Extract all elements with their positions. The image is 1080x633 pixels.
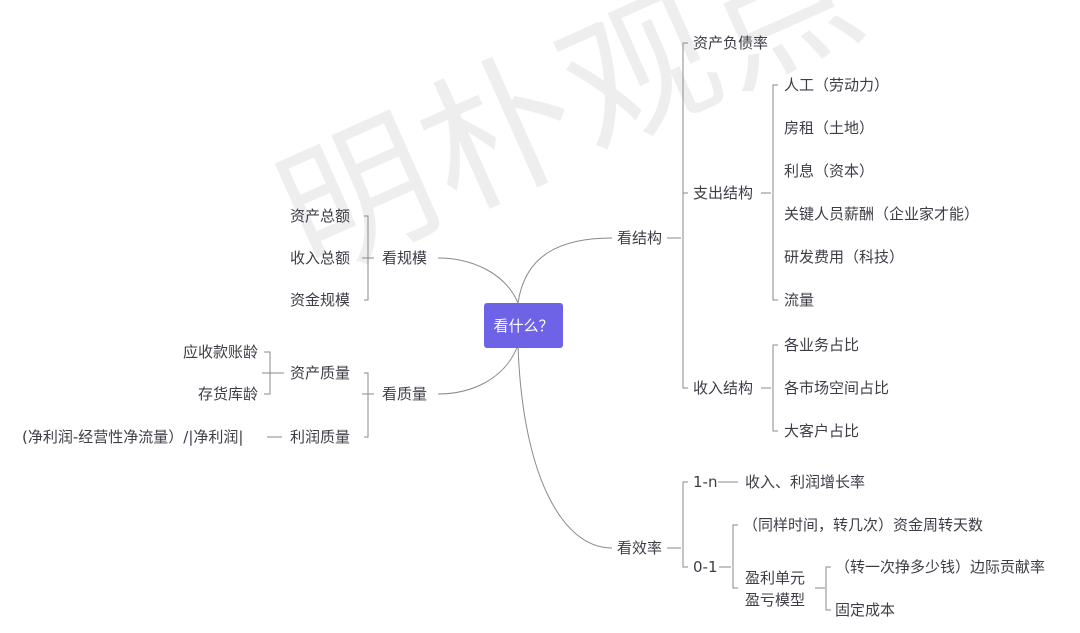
node-expense-flow[interactable]: 流量 — [784, 291, 815, 309]
node-one-n[interactable]: 1-n — [693, 473, 718, 491]
node-profit-model[interactable]: 盈亏模型 — [745, 591, 806, 609]
node-income-market-share[interactable]: 各市场空间占比 — [784, 379, 890, 397]
node-capital-scale[interactable]: 资金规模 — [290, 291, 351, 309]
node-income-business-share[interactable]: 各业务占比 — [784, 336, 860, 354]
edge-center-efficiency — [517, 344, 613, 549]
central-node[interactable]: 看什么？ — [484, 303, 563, 348]
node-total-assets[interactable]: 资产总额 — [290, 207, 351, 225]
node-expense-key-salary[interactable]: 关键人员薪酬（企业家才能） — [784, 205, 980, 223]
node-expense-rent[interactable]: 房租（土地） — [784, 119, 875, 137]
node-inventory-aging[interactable]: 存货库龄 — [198, 385, 259, 403]
node-expense-labor[interactable]: 人工（劳动力） — [784, 76, 890, 94]
node-quality[interactable]: 看质量 — [382, 385, 428, 403]
node-expense-interest[interactable]: 利息（资本） — [784, 162, 875, 180]
node-fixed-cost[interactable]: 固定成本 — [835, 601, 896, 619]
node-receivable-aging[interactable]: 应收款账龄 — [183, 343, 259, 361]
node-profit-quality[interactable]: 利润质量 — [290, 428, 351, 446]
node-growth-rate[interactable]: 收入、利润增长率 — [745, 473, 866, 491]
node-total-income[interactable]: 收入总额 — [290, 249, 351, 267]
node-structure[interactable]: 看结构 — [617, 229, 663, 247]
edge-center-quality — [437, 344, 519, 395]
node-profit-unit[interactable]: 盈利单元 — [745, 569, 806, 587]
node-zero-one[interactable]: 0-1 — [693, 558, 718, 576]
node-expense-rnd[interactable]: 研发费用（科技） — [784, 248, 905, 266]
edge-center-structure — [517, 237, 613, 304]
node-expense-structure[interactable]: 支出结构 — [693, 184, 754, 202]
node-turnover-days[interactable]: （同样时间，转几次）资金周转天数 — [743, 516, 984, 534]
node-income-major-client[interactable]: 大客户占比 — [784, 422, 860, 440]
node-income-structure[interactable]: 收入结构 — [693, 379, 754, 397]
node-asset-quality[interactable]: 资产质量 — [290, 364, 351, 382]
node-efficiency[interactable]: 看效率 — [617, 539, 663, 557]
node-scale[interactable]: 看规模 — [382, 249, 428, 267]
edge-center-scale — [437, 257, 519, 304]
node-marginal-contribution[interactable]: （转一次挣多少钱）边际贡献率 — [835, 558, 1046, 576]
node-profit-formula[interactable]: (净利润-经营性净流量）/|净利润| — [22, 428, 244, 446]
node-debt-ratio[interactable]: 资产负债率 — [693, 34, 769, 52]
